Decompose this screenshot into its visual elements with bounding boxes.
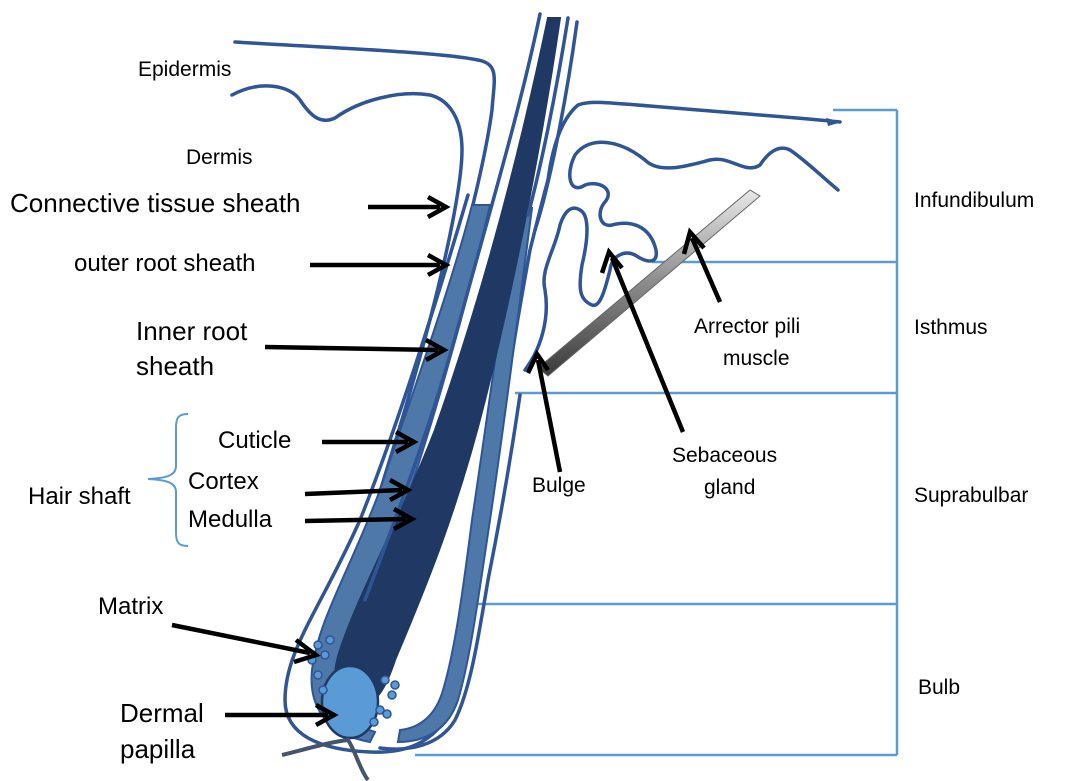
label-sebaceous-gland-line1: Sebaceous xyxy=(672,444,777,467)
dermal-papilla-shape xyxy=(322,666,378,738)
label-matrix: Matrix xyxy=(98,593,163,620)
arrow-cuticle xyxy=(322,432,414,452)
epidermis-right-tip xyxy=(826,118,842,126)
arrow-outer-root-sheath xyxy=(310,255,446,275)
label-connective-tissue-sheath: Connective tissue sheath xyxy=(10,188,301,218)
papilla-stalk xyxy=(282,740,368,780)
region-infundibulum: Infundibulum xyxy=(914,189,1034,212)
arrow-arrector-pili xyxy=(684,232,720,302)
label-hair-shaft: Hair shaft xyxy=(28,483,131,510)
label-bulge: Bulge xyxy=(532,474,586,497)
arrow-cortex xyxy=(305,480,408,500)
region-suprabulbar: Suprabulbar xyxy=(914,484,1028,507)
region-bulb: Bulb xyxy=(918,676,960,699)
label-cortex: Cortex xyxy=(188,468,259,495)
label-dermal-papilla-line1: Dermal xyxy=(120,698,204,728)
label-epidermis: Epidermis xyxy=(138,58,231,81)
label-dermis: Dermis xyxy=(186,146,253,169)
label-outer-root-sheath: outer root sheath xyxy=(74,250,255,277)
arrow-connective-tissue xyxy=(368,197,446,217)
label-inner-root-sheath-line1: Inner root xyxy=(136,316,248,346)
hair-shaft-brace xyxy=(148,414,188,546)
label-arrector-pili-line1: Arrector pili xyxy=(694,315,800,338)
label-medulla: Medulla xyxy=(188,506,273,533)
label-inner-root-sheath-line2: sheath xyxy=(136,351,214,381)
label-sebaceous-gland-line2: gland xyxy=(704,476,755,499)
label-dermal-papilla-line2: papilla xyxy=(120,734,196,764)
arrow-sebaceous-gland xyxy=(602,252,683,432)
label-cuticle: Cuticle xyxy=(218,427,291,454)
arrow-dermal-papilla xyxy=(225,705,334,725)
label-arrector-pili-line2: muscle xyxy=(723,347,790,370)
region-isthmus: Isthmus xyxy=(914,316,988,339)
epidermis-right-outline xyxy=(548,102,840,180)
